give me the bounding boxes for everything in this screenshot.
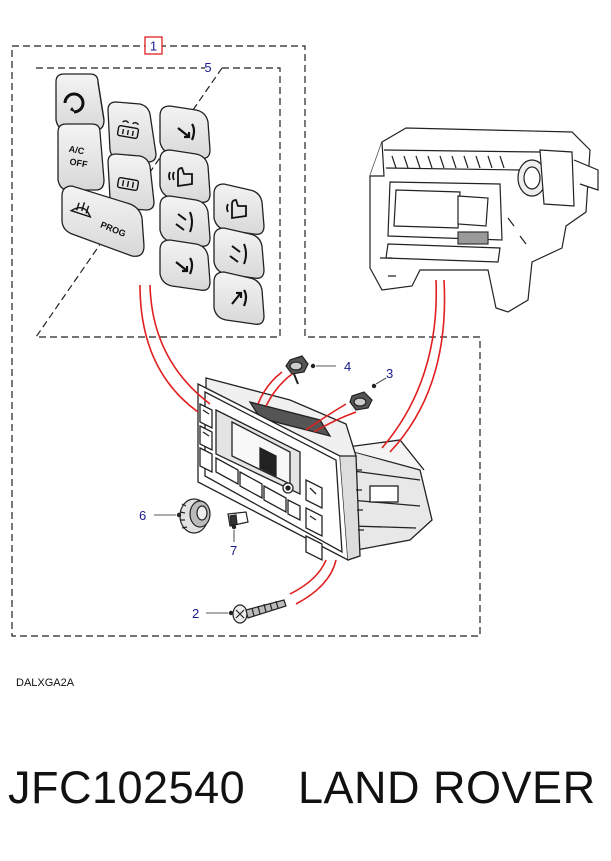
control-unit [197,377,433,562]
face-vent-icon [177,123,196,141]
clip-nut-4 [285,355,309,385]
face-feet-icon [175,211,193,233]
drawing-code: DALXGA2A [16,677,75,689]
screw-2 [232,599,287,624]
ac-off-key: A/C OFF [57,123,105,191]
feet-vent-icon [175,257,194,275]
heated-seat-icon-2 [226,199,247,220]
part-number: JFC102540 [8,762,246,813]
button-keyset: A/C OFF PROG [55,73,265,325]
airflow-key-3 [159,195,211,247]
callout-4-label: 4 [344,359,351,374]
brand-name: LAND ROVER [298,762,596,813]
callout-leaders [154,363,387,616]
off-label: OFF [69,157,89,170]
airflow-key-5 [213,183,265,235]
callout-7-label: 7 [230,543,237,558]
heated-screen-icon [116,176,140,192]
footer: JFC102540 LAND ROVER [0,752,611,832]
airflow-key-2 [159,149,211,203]
rear-defrost-key-2 [107,153,155,211]
rear-defrost-icon [116,120,140,140]
prog-key: PROG [61,185,145,257]
leader-lines [139,279,446,605]
callout-6-label: 6 [139,508,146,523]
floor-screen-icon [229,243,247,265]
dashboard-fascia [369,127,599,313]
front-defrost-icon [69,202,92,219]
bulb-7 [227,511,249,527]
callout-1: 1 [144,36,163,55]
keyset-outline [34,67,281,338]
rear-defrost-key [107,101,157,163]
airflow-key-4 [159,239,211,291]
airflow-key-7 [213,271,265,325]
screen-vent-icon [231,289,248,307]
knob-6 [179,498,211,534]
recirculate-icon [63,92,85,114]
callout-5-label: 5 [204,60,211,75]
callout-1-label: 1 [150,39,157,54]
recirculate-key [55,73,105,131]
clip-nut-3 [349,391,373,411]
heated-seat-icon [168,167,193,188]
airflow-key-6 [213,227,265,279]
callout-3-label: 3 [386,366,393,381]
assembly-outline [11,45,481,637]
ac-label: A/C [68,144,85,157]
callout-2-label: 2 [192,606,199,621]
